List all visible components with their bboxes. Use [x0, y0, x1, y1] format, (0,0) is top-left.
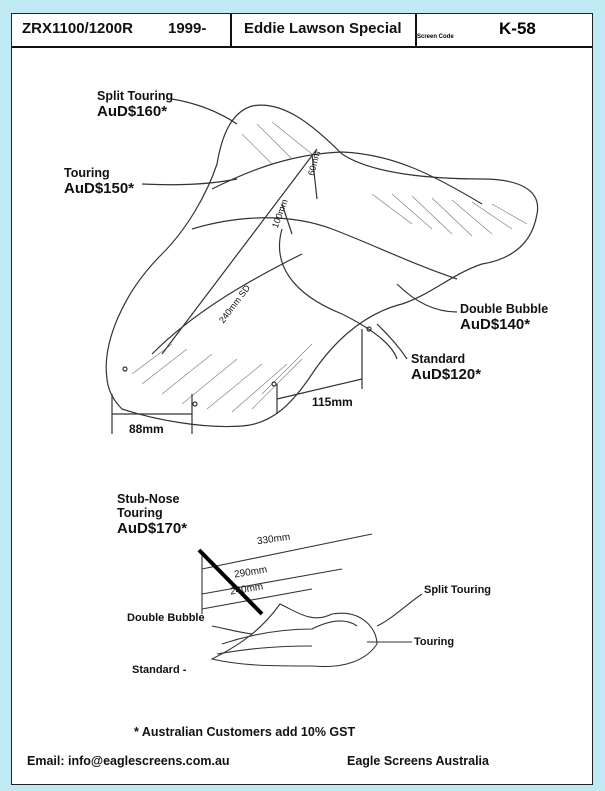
- bottom-dim-240-line: [201, 588, 313, 610]
- bottom-label-touring: Touring: [414, 636, 455, 648]
- split-touring-name: Split Touring: [97, 89, 174, 103]
- screen-code-label: Screen Code: [417, 34, 454, 40]
- leader-bottom-double-bubble: [211, 625, 253, 635]
- top-screen-outline: [105, 104, 539, 428]
- bottom-profile-outline: [210, 603, 378, 668]
- label-touring: Touring AuD$150*: [64, 166, 134, 197]
- top-touring-line: [211, 151, 483, 205]
- header-title-cell: Eddie Lawson Special: [230, 14, 417, 46]
- leader-double-bubble: [396, 283, 458, 313]
- split-touring-price: AuD$160*: [97, 103, 168, 120]
- stub-nose-pointer: [197, 548, 264, 616]
- footer-company: Eagle Screens Australia: [347, 754, 489, 768]
- model-title: Eddie Lawson Special: [244, 20, 402, 37]
- leader-touring: [141, 178, 238, 186]
- header-bar: ZRX1100/1200R 1999- Eddie Lawson Special…: [12, 14, 592, 48]
- dim-115mm: 115mm: [312, 395, 353, 409]
- standard-name: Standard: [411, 352, 466, 366]
- windscreen-sketch: [105, 98, 539, 668]
- double-bubble-name: Double Bubble: [460, 302, 549, 316]
- label-double-bubble: Double Bubble AuD$140*: [460, 302, 548, 333]
- top-centre-ridge: [151, 253, 303, 355]
- header-model-cell: ZRX1100/1200R 1999-: [12, 14, 230, 46]
- stub-nose-name-line1: Stub-Nose: [117, 492, 180, 506]
- stub-nose-price: AuD$170*: [117, 520, 188, 537]
- top-standard-curve: [278, 228, 398, 360]
- top-double-bubble-line: [191, 217, 458, 280]
- leader-standard: [376, 323, 408, 360]
- model-year: 1999-: [168, 20, 207, 37]
- stub-nose-name-line2: Touring: [117, 506, 163, 520]
- label-split-touring: Split Touring AuD$160*: [97, 89, 173, 120]
- top-dim-240-line: [161, 148, 318, 355]
- bottom-label-split-touring: Split Touring: [424, 584, 492, 596]
- bottom-dim-290-line: [201, 568, 343, 595]
- gst-note: * Australian Customers add 10% GST: [134, 725, 356, 739]
- top-mount-hole: [122, 366, 128, 372]
- footer-email: Email: info@eaglescreens.com.au: [27, 754, 230, 768]
- dim-88mm: 88mm: [129, 422, 164, 436]
- screen-code: K-58: [499, 19, 536, 38]
- top-dim-100-line: [281, 203, 293, 235]
- label-standard: Standard AuD$120*: [411, 352, 481, 383]
- product-sheet: ZRX1100/1200R 1999- Eddie Lawson Special…: [11, 13, 593, 785]
- label-stub-nose-touring: Stub-Nose Touring AuD$170*: [117, 492, 187, 537]
- double-bubble-price: AuD$140*: [460, 316, 531, 333]
- leader-bottom-split-touring: [376, 593, 423, 627]
- leader-split-touring: [171, 98, 238, 125]
- bottom-standard-line: [216, 645, 313, 655]
- top-dim-60-line: [311, 153, 318, 200]
- touring-name: Touring: [64, 166, 110, 180]
- standard-price: AuD$120*: [411, 366, 482, 383]
- touring-price: AuD$150*: [64, 180, 135, 197]
- bottom-inner-line: [221, 620, 358, 645]
- header-code-cell: Screen Code K-58: [417, 14, 592, 46]
- bottom-label-double-bubble: Double Bubble: [127, 612, 205, 624]
- bottom-dim-330-line: [201, 533, 373, 570]
- bottom-label-standard: Standard -: [132, 664, 187, 676]
- model-name: ZRX1100/1200R: [22, 20, 133, 37]
- top-dim-115-line: [276, 378, 363, 400]
